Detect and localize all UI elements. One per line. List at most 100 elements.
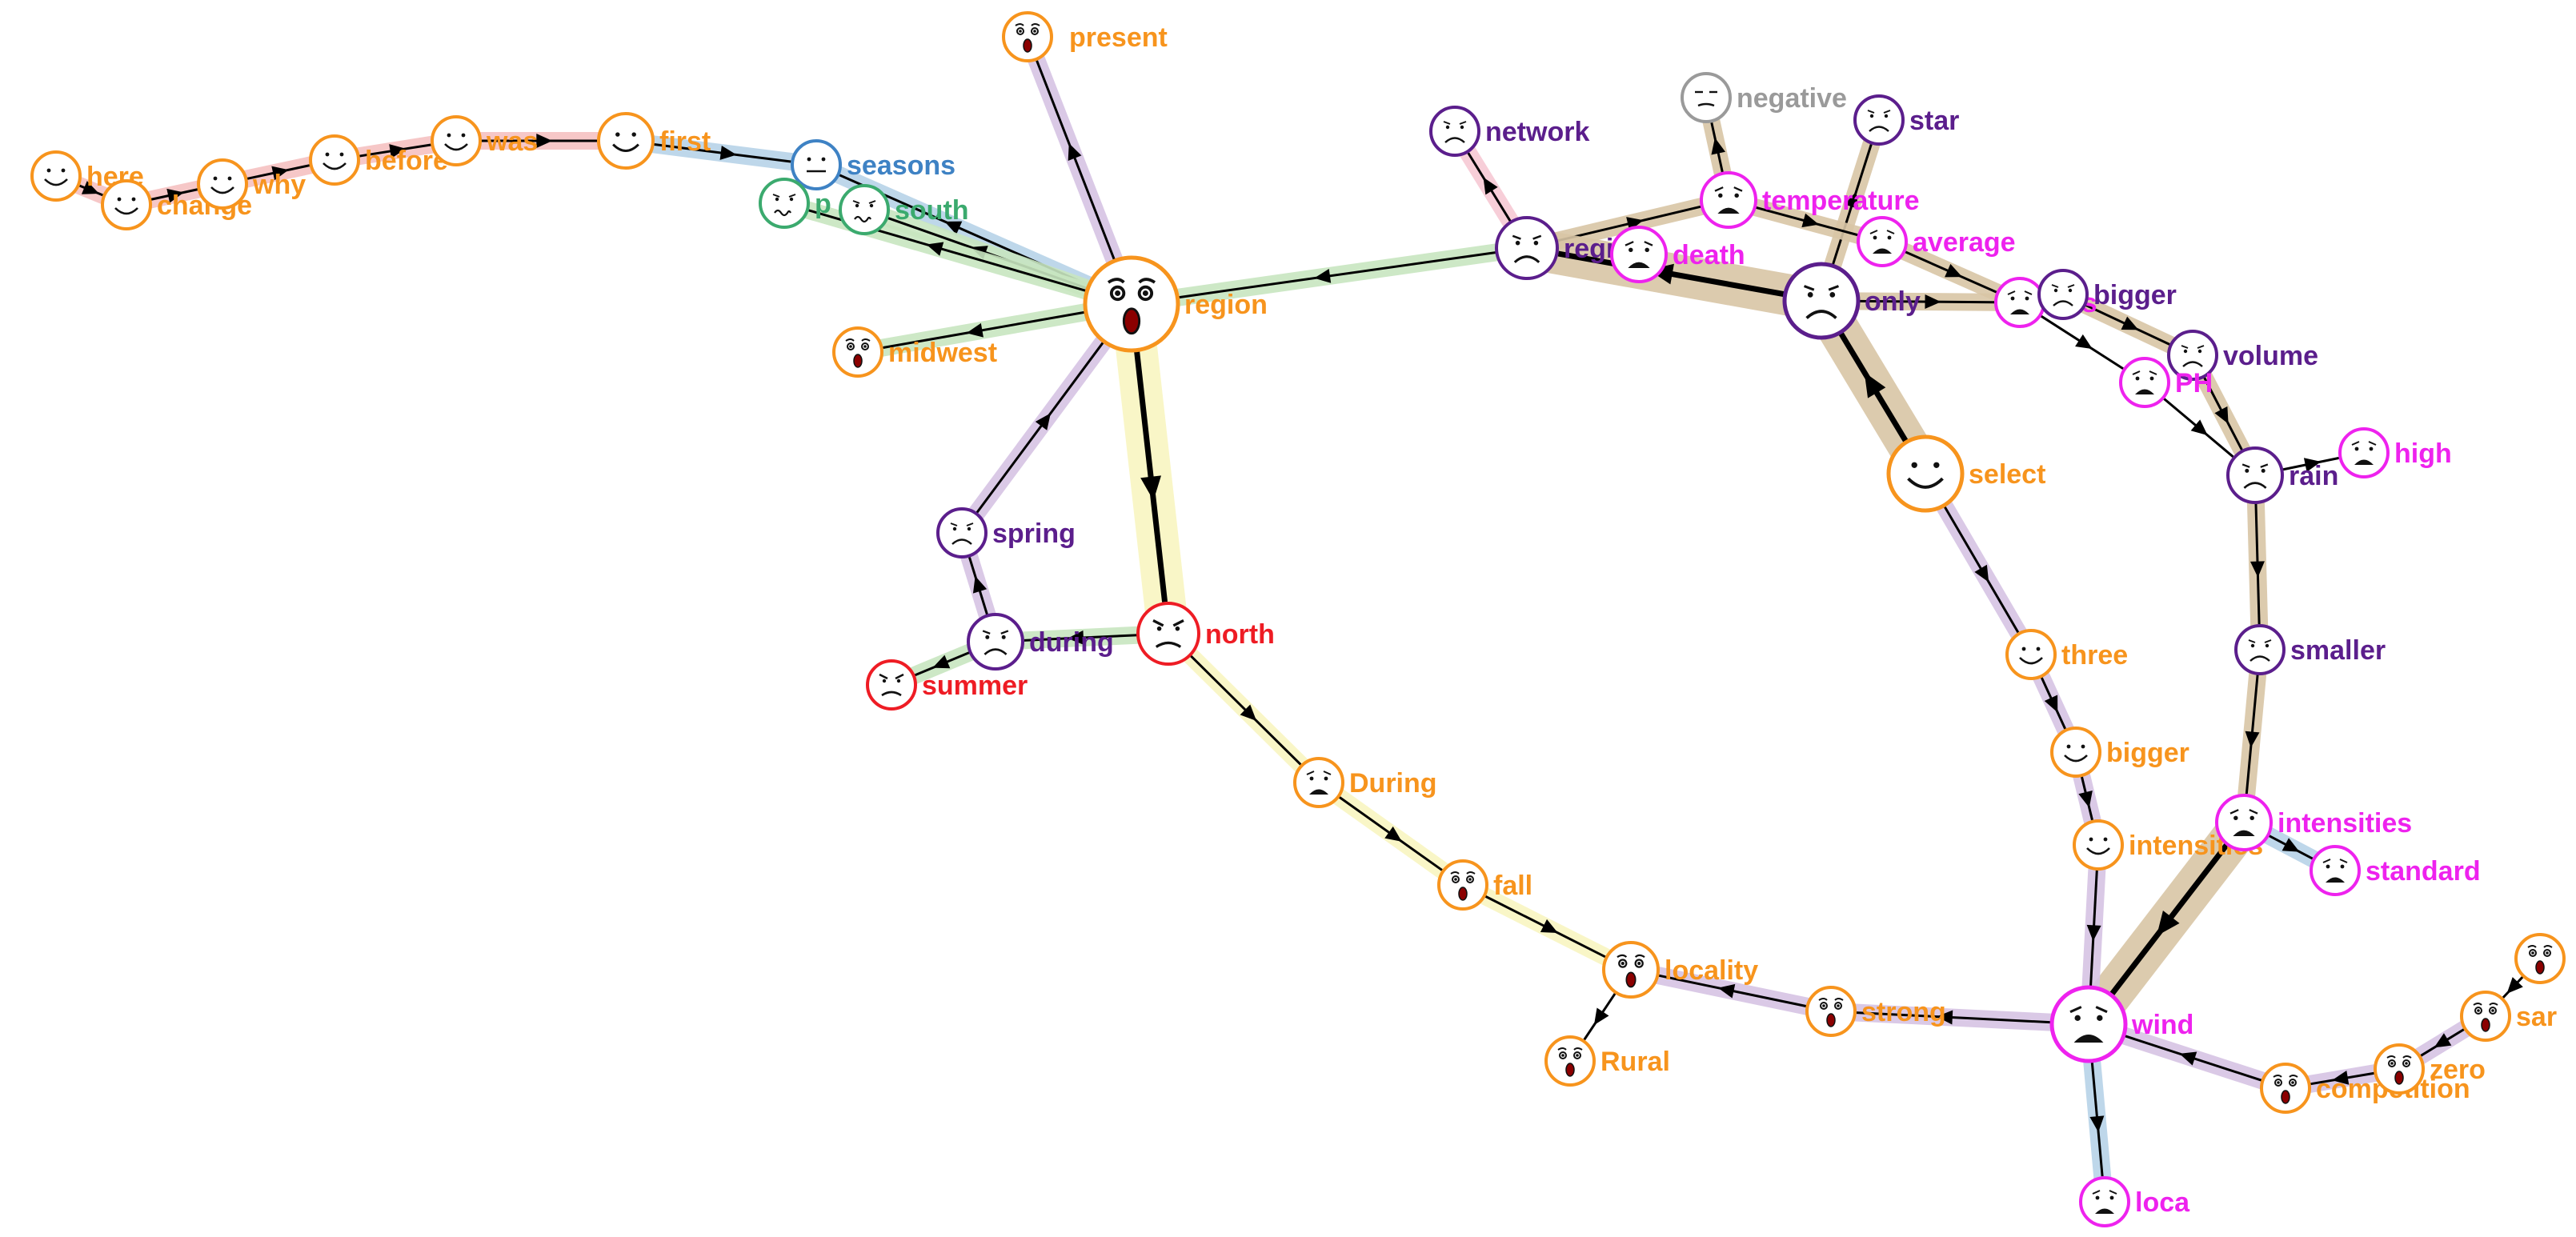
face-mouth [2182,361,2203,367]
face-mouth [1869,126,1889,132]
face-eye [2109,1195,2114,1200]
face-eye [952,526,957,531]
edge-arrowhead [2121,316,2139,330]
face-eye [1324,776,1328,781]
face-pupil [2390,1062,2394,1065]
face-brow [1818,998,1844,1001]
face-mouth [1717,207,1740,214]
node-top_right [2514,933,2566,984]
edge-arrowhead [2245,731,2260,748]
node-label: intensities [2278,808,2412,839]
node-seasons: seasons [791,139,955,190]
node-death: death [1610,226,1745,283]
face-mouth [1826,1013,1836,1027]
face-pupil [1115,290,1121,296]
node-why: why [197,158,306,210]
face-eye [1309,776,1314,781]
face-pupil [849,345,852,348]
face-eye [615,132,620,137]
face-brow [1869,230,1895,234]
edge-arrowhead [166,188,184,203]
node-three: three [2005,629,2128,680]
node-label: PH [2175,368,2213,398]
node-circle [1805,986,1857,1037]
node-midwest: midwest [832,326,997,378]
edge-smaller-to-intensities2 [2235,641,2269,831]
edge-line [1179,250,1497,299]
face-mouth [1513,255,1540,263]
face-eye [2089,837,2093,842]
face-eye [117,197,122,202]
face-mouth [1122,307,1141,335]
node-region: region [1083,255,1268,353]
node-label: select [1969,459,2045,490]
face-eye [2249,815,2254,821]
node-circle [2079,1176,2130,1227]
node-spring: spring [936,507,1076,558]
node-label: volume [2223,341,2318,371]
node-select: select [1886,434,2045,513]
edge-arrowhead [2434,1033,2452,1048]
node-circle [2260,1063,2311,1114]
edge-arrowhead [2214,406,2229,424]
face-mouth [853,354,863,368]
node-circle [1602,941,1660,999]
node-circle [1857,216,1908,267]
node-only: only [1782,262,1921,340]
node-circle [2338,427,2390,478]
node-circle [2215,794,2273,851]
face-eye [1807,291,1813,298]
node-bigger1: bigger [2037,269,2177,320]
face-eye [1156,626,1162,631]
edge-arrowhead [1067,630,1084,645]
face-eye [325,152,330,157]
face-brow [1450,871,1476,875]
face-eye [1515,240,1520,246]
node-label: Rural [1600,1047,1670,1077]
node-bigger2: bigger [2050,727,2189,778]
node-south: south [839,184,969,235]
node-change: change [101,179,252,230]
edge-arrowhead [1593,1007,1609,1026]
face-brow [2181,345,2205,349]
face-eye [1884,114,1889,118]
edge-rain-to-high [2281,456,2339,472]
face-brow [2241,463,2269,468]
face-pupil [1033,30,1036,33]
node-circle [2226,446,2284,504]
edge-arrowhead [972,575,988,594]
edge-arrowhead [944,221,963,235]
node-label: sar [2516,1002,2557,1032]
node-sar: sar [2460,991,2557,1042]
node-circle [1782,262,1861,340]
node-label: rain [2289,461,2338,491]
node-circle [2374,1043,2425,1095]
face-eye [1629,247,1633,253]
node-label: bigger [2093,280,2177,310]
node-label: high [2394,438,2452,469]
face-mouth [114,207,138,215]
face-mouth [1625,971,1637,988]
node-label: wind [2131,1010,2193,1040]
node-circle [309,134,360,186]
edge-arrowhead [1974,564,1989,582]
face-mouth [2326,877,2345,883]
node-circle [2005,629,2057,680]
face-mouth [2535,960,2545,975]
face-eye [807,157,811,162]
edge-arrowhead [1717,983,1736,999]
face-brow [2132,370,2157,375]
face-eye [2074,1015,2081,1022]
face-pupil [2277,1081,2280,1084]
face-eye [1718,193,1723,198]
node-label: fall [1493,871,1532,901]
node-during: during [967,613,1114,671]
edge-arrowhead [2249,561,2265,578]
face-pupil [1621,962,1625,966]
face-eye [61,168,66,173]
edge-arrowhead [1240,704,1257,721]
face-eye [2021,647,2026,651]
edge-north-to-During [1160,625,1328,791]
edge-top_right-to-sar [2502,975,2525,999]
face-eye [967,526,972,531]
